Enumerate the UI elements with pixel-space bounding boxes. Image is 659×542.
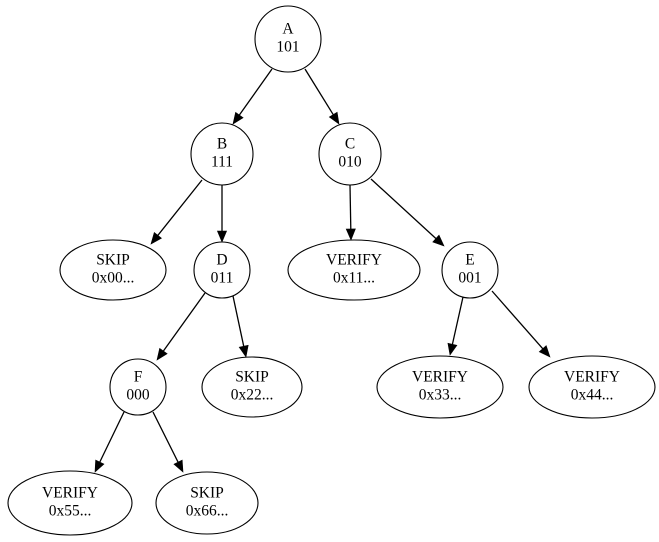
arrowhead-icon xyxy=(538,345,551,358)
node-ellipse-shape[interactable] xyxy=(376,355,504,419)
graph-node-v1[interactable]: VERIFY0x11... xyxy=(287,239,421,301)
graph-node-s2[interactable]: SKIP0x22... xyxy=(201,356,303,418)
graph-node-v5[interactable]: VERIFY0x55... xyxy=(7,470,133,536)
edge-line xyxy=(491,290,545,351)
edge-a-to-b xyxy=(232,68,273,125)
edge-f-to-v5 xyxy=(94,411,125,473)
edge-d-to-f xyxy=(156,292,206,361)
node-circle-shape[interactable] xyxy=(190,122,254,186)
edge-line xyxy=(161,292,206,354)
node-circle-shape[interactable] xyxy=(254,5,322,73)
edge-c-to-e xyxy=(370,178,445,247)
node-ellipse-shape[interactable] xyxy=(287,239,421,301)
arrowhead-icon xyxy=(238,344,249,358)
edge-line xyxy=(98,411,125,465)
arrowhead-icon xyxy=(173,459,184,473)
node-circle-shape[interactable] xyxy=(318,122,382,186)
edge-e-to-v3 xyxy=(447,296,464,356)
node-circle-shape[interactable] xyxy=(109,358,167,416)
edge-line xyxy=(304,68,335,117)
edge-line xyxy=(451,296,464,347)
edge-e-to-v4 xyxy=(491,290,551,358)
arrowhead-icon xyxy=(447,342,458,356)
edge-d-to-s2 xyxy=(232,295,249,358)
edge-line xyxy=(349,184,352,232)
edges-layer xyxy=(94,68,551,473)
edge-line xyxy=(232,295,245,349)
edge-c-to-v1 xyxy=(345,184,356,241)
edge-f-to-s6 xyxy=(152,411,184,473)
edge-b-to-s0 xyxy=(150,179,203,245)
arrowhead-icon xyxy=(432,234,445,247)
arrowhead-icon xyxy=(328,111,340,125)
graph-node-s6[interactable]: SKIP0x66... xyxy=(155,471,259,535)
edge-line xyxy=(370,178,438,241)
node-ellipse-shape[interactable] xyxy=(59,239,167,301)
node-ellipse-shape[interactable] xyxy=(155,471,259,535)
edge-line xyxy=(156,179,203,238)
arrowhead-icon xyxy=(232,111,244,125)
node-ellipse-shape[interactable] xyxy=(201,356,303,418)
edge-line xyxy=(237,68,273,118)
arrowhead-icon xyxy=(156,347,168,361)
edge-line xyxy=(152,411,180,465)
edge-a-to-c xyxy=(304,68,340,125)
arrowhead-icon xyxy=(345,228,356,241)
edge-b-to-d xyxy=(216,185,228,243)
graph-node-v3[interactable]: VERIFY0x33... xyxy=(376,355,504,419)
arrowhead-icon xyxy=(216,230,228,243)
arrowhead-icon xyxy=(150,232,162,245)
node-circle-shape[interactable] xyxy=(441,241,499,299)
graph-node-s0[interactable]: SKIP0x00... xyxy=(59,239,167,301)
graph-node-v4[interactable]: VERIFY0x44... xyxy=(528,355,656,419)
node-circle-shape[interactable] xyxy=(193,241,251,299)
arrowhead-icon xyxy=(94,459,105,473)
node-ellipse-shape[interactable] xyxy=(7,470,133,536)
node-ellipse-shape[interactable] xyxy=(528,355,656,419)
